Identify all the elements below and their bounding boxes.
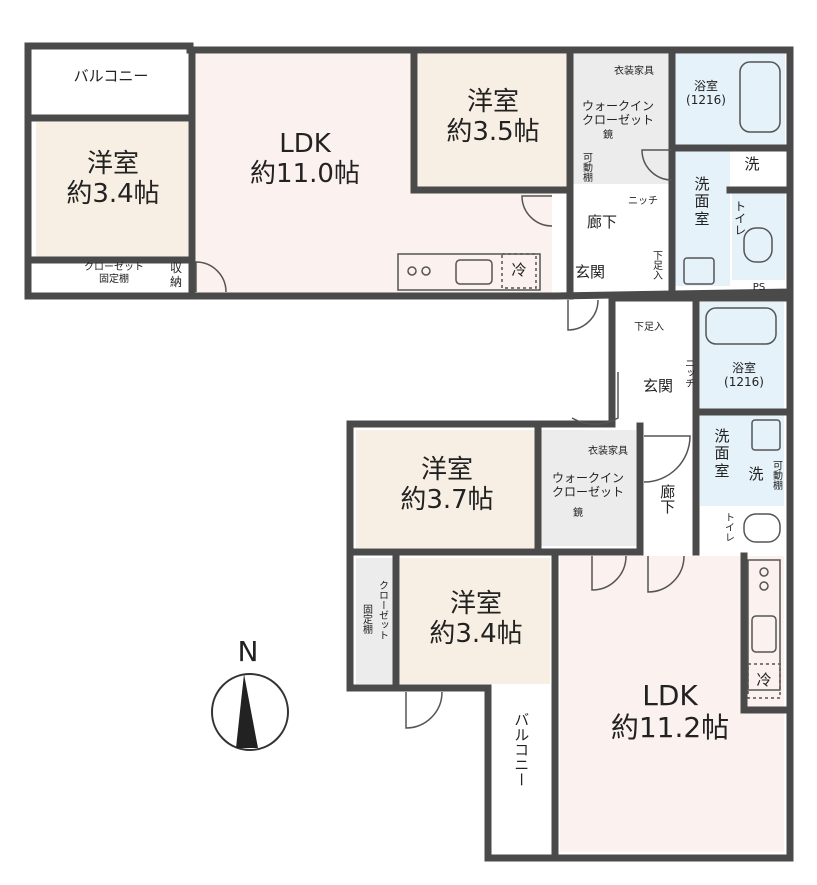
upper-wash-basin [683,257,715,285]
upper-sink [455,259,493,285]
upper-washroom-label: 洗 面 室 [694,175,710,228]
lower-entrance-label: 玄関 [642,377,673,395]
lower-ldk-label: LDK 約11.2帖 [610,679,730,745]
lower-clothes-label: 衣装家具 [588,446,628,457]
lower-washroom-label: 洗 面 室 [714,427,730,480]
lower-shelf-label: 可動棚 [770,460,782,490]
lower-east-room-label: 洋室 約3.7帖 [400,455,494,515]
upper-wic-door [641,149,673,181]
upper-washer-label: 洗 [744,155,760,173]
upper-shoe-label: 下足入 [650,250,662,280]
lower-south-room-floor [400,558,550,684]
lower-mirror-label: 鏡 [573,508,583,519]
upper-partition-3 [410,48,574,194]
lower-bath-label: 浴室 (1216) [724,361,764,389]
upper-toilet-bowl [743,227,773,263]
upper-fridge-box [501,253,537,289]
upper-ldk-floor [196,54,414,294]
lower-balcony-label: バルコニー [512,712,531,787]
lower-entrance-door [571,372,619,425]
upper-bath-floor [675,54,785,146]
upper-toilet-floor [732,190,785,280]
doors [195,149,691,729]
lower-south-room-label: 洋室 約3.4帖 [429,589,523,649]
upper-burner-2 [421,266,431,276]
upper-toilet-label: トイレ [732,200,747,236]
lower-hall-door-1 [643,435,691,483]
lower-outer-wall [346,294,794,862]
lower-burner-1 [759,567,769,577]
upper-bathtub [739,61,781,133]
lower-wash-basin [751,419,781,451]
lower-toilet-label: トイレ [722,512,734,542]
lower-south-room-door [405,691,443,729]
upper-hallway-label: 廊下 [586,213,617,231]
upper-hall-door [521,195,553,227]
upper-west-room-floor [36,122,188,258]
upper-storage-label: 収 納 [169,261,182,289]
lower-partition-8 [740,552,794,714]
upper-storage-door [195,261,227,293]
lower-ldk-door [647,555,685,593]
upper-outer-wall [24,42,794,300]
walls [24,42,794,862]
lower-washroom-floor [700,414,784,506]
upper-bath-label: 浴室 (1216) [686,79,726,107]
upper-niche-label: ニッチ [628,196,658,207]
lower-kitchen-counter [747,559,781,691]
lower-toilet-bowl [743,513,781,543]
upper-burner-1 [407,266,417,276]
lower-bath-floor [700,302,784,412]
upper-wic-label: ウォークイン クローゼット [581,99,654,127]
upper-ps-label: PS [752,282,766,293]
upper-clothes-label: 衣装家具 [614,66,654,77]
lower-wic-floor [540,430,636,546]
upper-fridge-label: 冷 [511,261,527,279]
upper-west-room-label: 洋室 約3.4帖 [66,149,160,209]
north-label: N [237,635,259,668]
upper-north-room-floor [418,54,568,188]
upper-shelf-label: 可動棚 [580,152,592,182]
lower-burner-2 [759,581,769,591]
lower-wic-label: ウォークイン クローゼット [551,471,624,499]
lower-sink [751,615,777,653]
fixtures [397,61,781,699]
upper-wic-floor [572,54,670,184]
north-compass [211,673,289,751]
upper-closet-label: クローゼット 固定棚 [84,262,144,285]
lower-east-room-floor [356,430,538,548]
lower-fridge-box [747,663,781,699]
lower-fixed-shelf-label: 固定棚 [360,604,372,634]
lower-bathtub [705,307,777,345]
lower-closet-label: クローゼット [376,580,388,640]
upper-entrance-label: 玄関 [574,263,605,281]
upper-kitchen-counter [397,253,541,291]
lower-fridge-label: 冷 [756,671,772,689]
upper-mirror-label: 鏡 [603,130,613,141]
lower-niche-label: ニッチ [682,358,694,388]
lower-shoe-label: 下足入 [634,322,664,333]
lower-washer-label: 洗 [748,465,764,483]
upper-north-room-label: 洋室 約3.5帖 [446,87,540,147]
upper-balcony-label: バルコニー [73,67,149,85]
upper-ldk-label: LDK 約11.0帖 [250,129,360,189]
lower-hallway-label: 廊下 [658,484,677,514]
lower-closet-floor [356,558,396,684]
upper-entrance-door [567,299,599,331]
lower-hall-door-2 [591,555,627,591]
